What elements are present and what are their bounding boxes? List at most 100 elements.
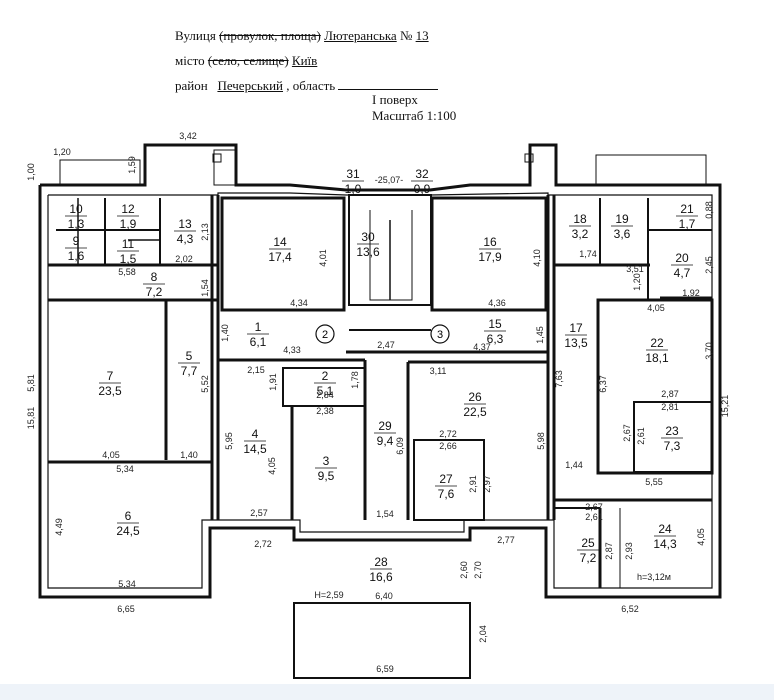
- region-label: , область: [286, 78, 336, 93]
- dimension-label: 1,54: [376, 509, 394, 519]
- room-number: 18: [573, 212, 587, 226]
- dimension-label: 3,70: [704, 342, 714, 360]
- dimension-label: 2,38: [316, 406, 334, 416]
- dimension-label: 6,37: [598, 375, 608, 393]
- dimension-label: 4,49: [54, 518, 64, 536]
- room-number: 7: [107, 369, 114, 383]
- dimension-label: 2,97: [482, 475, 492, 493]
- city-struck-text: (село, селище): [207, 53, 289, 68]
- dimension-label: 2,72: [439, 429, 457, 439]
- room-outline-23: [633, 401, 713, 473]
- dimension-label: 4,33: [283, 345, 301, 355]
- room-number: 22: [650, 336, 664, 350]
- dimension-label: 5,98: [536, 432, 546, 450]
- room-area: 14,3: [653, 537, 677, 551]
- room-number: 6: [125, 509, 132, 523]
- dimension-label: 5,34: [118, 579, 136, 589]
- dimension-label: 2,67: [585, 502, 603, 512]
- bottom-strip: [0, 684, 774, 700]
- dimension-label: 1,74: [579, 249, 597, 259]
- dimension-label: 5,58: [118, 267, 136, 277]
- room-number: 13: [178, 217, 192, 231]
- room-area: 1,3: [68, 217, 85, 231]
- room-number: 24: [658, 522, 672, 536]
- dimension-label: 5,95: [224, 432, 234, 450]
- dimension-label: 1,44: [565, 460, 583, 470]
- dimension-label: 3,51: [626, 264, 644, 274]
- dimension-label: 2,15: [247, 365, 265, 375]
- room-number: 17: [569, 321, 583, 335]
- dimension-label: 1,40: [220, 324, 230, 342]
- room-number: 14: [273, 235, 287, 249]
- dimension-label: 5,52: [200, 375, 210, 393]
- street-line: Вулиця (провулок, площа) Лютеранська № 1…: [175, 28, 429, 44]
- room-number: 28: [374, 555, 388, 569]
- room-area: 1,9: [120, 217, 137, 231]
- room-number: 1: [255, 320, 262, 334]
- room-outline-14: [220, 196, 346, 312]
- room-area: 17,9: [478, 250, 502, 264]
- dimension-label: -25,07-: [375, 175, 404, 185]
- room-area: 13,6: [356, 245, 380, 259]
- scale-label: Масштаб 1:100: [372, 108, 457, 123]
- room-area: 3,2: [572, 227, 589, 241]
- room-number: 4: [252, 427, 259, 441]
- floor-label: І поверх: [372, 92, 418, 107]
- dimension-label: 1,59: [127, 156, 137, 174]
- region-blank-line: [338, 79, 439, 90]
- room-number: 11: [122, 237, 135, 251]
- room-number: 19: [615, 212, 629, 226]
- number-sign: №: [399, 28, 413, 43]
- dimension-label: 5,81: [26, 374, 36, 392]
- city-label: місто: [175, 53, 205, 68]
- chimney-icon: [524, 153, 534, 163]
- stair-marker-circle: [315, 324, 335, 344]
- stair-hatch-right: [595, 154, 707, 186]
- dimension-label: 1,91: [268, 373, 278, 391]
- room-area: 1,7: [679, 217, 696, 231]
- room-number: 21: [680, 202, 694, 216]
- room-area: 7,6: [438, 487, 455, 501]
- room-outline-27: [413, 439, 485, 521]
- dimension-label: 1,78: [350, 371, 360, 389]
- dimension-label: 6,40: [375, 591, 393, 601]
- stair-flight: [369, 210, 413, 301]
- dimension-label: 2,87: [604, 542, 614, 560]
- inner-wall-outline: [47, 192, 713, 589]
- dimension-label: 1,20: [53, 147, 71, 157]
- room-number: 32: [415, 167, 429, 181]
- room-number: 16: [483, 235, 497, 249]
- room-number: 5: [186, 349, 193, 363]
- room-number: 29: [378, 419, 392, 433]
- dimension-label: 1,92: [682, 288, 700, 298]
- dimension-label: 1,40: [180, 450, 198, 460]
- room-number: 30: [361, 230, 375, 244]
- dimension-label: 2,87: [661, 389, 679, 399]
- room-area: 14,5: [243, 442, 267, 456]
- dimension-label: H=2,59: [314, 590, 343, 600]
- room-area: 3,6: [614, 227, 631, 241]
- dimension-label: 6,09: [395, 437, 405, 455]
- dimension-label: 6,52: [621, 604, 639, 614]
- dimension-label: 7,63: [554, 370, 564, 388]
- dimension-label: 3,11: [430, 366, 447, 376]
- city-value: Київ: [291, 53, 318, 68]
- room-area: 22,5: [463, 405, 487, 419]
- room-number: 15: [488, 317, 502, 331]
- room-area: 4,3: [177, 232, 194, 246]
- room-number: 3: [323, 454, 330, 468]
- room-area: 23,5: [98, 384, 122, 398]
- dimension-label: 2,77: [497, 535, 515, 545]
- dimension-label: 2,57: [250, 508, 268, 518]
- room-number: 2: [322, 369, 329, 383]
- dimension-label: 2,02: [175, 254, 193, 264]
- district-label: район: [175, 78, 208, 93]
- chimney-icon: [212, 153, 222, 163]
- room-number: 31: [346, 167, 360, 181]
- room-area: 0,9: [414, 182, 431, 196]
- room-area: 9,5: [318, 469, 335, 483]
- room-number: 10: [69, 202, 83, 216]
- district-line: район Печерський , область: [175, 78, 439, 94]
- room-area: 18,1: [645, 351, 669, 365]
